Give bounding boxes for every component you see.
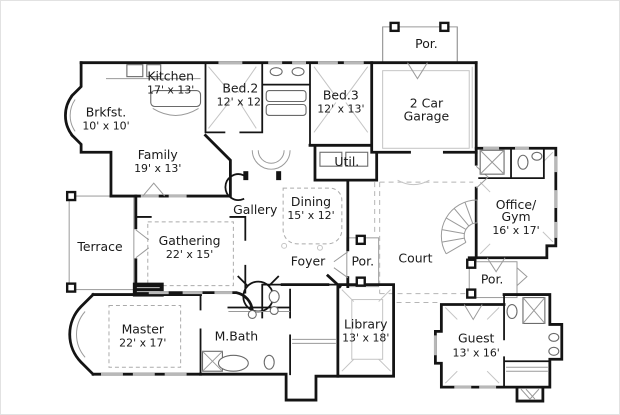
label-master: Master xyxy=(122,321,165,336)
ceiling-lines xyxy=(108,66,554,384)
label-garage-1: 2 Car xyxy=(410,95,444,110)
label-kitchen-dims: 17' x 13' xyxy=(147,84,194,97)
label-por-entry: Por. xyxy=(351,254,374,269)
label-util: Util. xyxy=(334,154,359,169)
label-por-court: Por. xyxy=(481,272,504,287)
label-brkfst: Brkfst. xyxy=(86,104,127,119)
room-labels: Por. Kitchen 17' x 13' Bed.2 12' x 12' B… xyxy=(76,36,539,360)
label-gallery: Gallery xyxy=(233,202,277,217)
windows xyxy=(69,61,558,389)
label-terrace: Terrace xyxy=(76,239,122,254)
label-bed3: Bed.3 xyxy=(323,88,359,103)
label-court: Court xyxy=(398,251,432,266)
label-family-dims: 19' x 13' xyxy=(134,162,181,175)
label-mbath: M.Bath xyxy=(215,328,259,343)
label-bed3-dims: 12' x 13' xyxy=(317,102,364,115)
label-brkfst-dims: 10' x 10' xyxy=(82,119,129,132)
label-dining-dims: 15' x 12' xyxy=(287,209,334,222)
label-master-dims: 22' x 17' xyxy=(119,336,166,349)
label-office-dims: 16' x 17' xyxy=(492,224,539,237)
label-kitchen: Kitchen xyxy=(147,69,194,84)
label-library: Library xyxy=(344,316,387,331)
label-garage-2: Garage xyxy=(404,108,449,123)
label-family: Family xyxy=(138,147,178,162)
label-bed2-dims: 12' x 12' xyxy=(217,95,264,108)
kitchen-island xyxy=(150,90,202,108)
label-guest: Guest xyxy=(458,330,495,345)
label-office-2: Gym xyxy=(501,209,530,224)
label-gathering: Gathering xyxy=(159,233,221,248)
label-guest-dims: 13' x 16' xyxy=(453,346,500,359)
label-dining: Dining xyxy=(291,194,331,209)
label-office-1: Office/ xyxy=(496,197,537,212)
label-por-top: Por. xyxy=(415,36,438,51)
label-bed2: Bed.2 xyxy=(222,81,258,96)
doors xyxy=(135,62,540,400)
label-library-dims: 13' x 18' xyxy=(342,331,389,344)
label-foyer: Foyer xyxy=(291,254,326,269)
label-gathering-dims: 22' x 15' xyxy=(166,248,213,261)
porch-posts xyxy=(65,21,477,299)
fixtures xyxy=(105,64,560,372)
curved-stair xyxy=(440,199,478,255)
